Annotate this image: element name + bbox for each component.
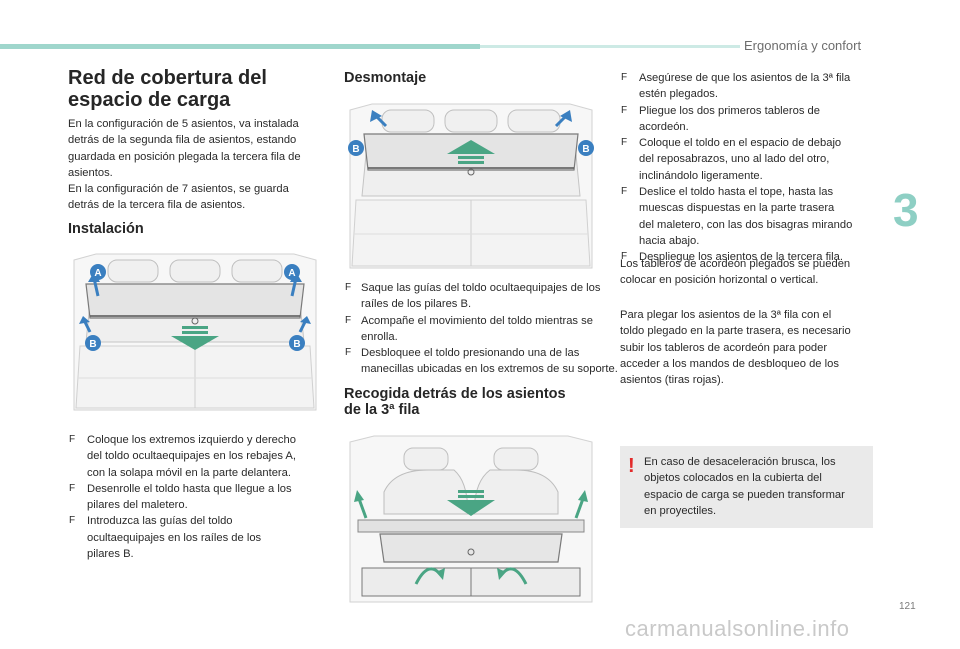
bullet-icon: F bbox=[621, 186, 628, 198]
bullet-icon: F bbox=[621, 251, 628, 263]
list-item: F Coloque los extremos izquierdo y derec… bbox=[69, 434, 296, 479]
removal-steps: F Saque las guías del toldo ocultaequipa… bbox=[344, 280, 618, 378]
fold-note-paragraph: Para plegar los asientos de la 3ª fila c… bbox=[620, 309, 851, 387]
bullet-icon: F bbox=[345, 314, 352, 326]
warning-text: En caso de desaceleración brusca, los ob… bbox=[644, 456, 845, 517]
header-accent-bar-light bbox=[480, 45, 740, 48]
after-steps-paragraph: Los tableros de acordeón plegados se pue… bbox=[620, 258, 851, 287]
bullet-icon: F bbox=[345, 282, 352, 293]
intro-paragraph: En la configuración de 5 asientos, va in… bbox=[68, 118, 301, 212]
bullet-icon: F bbox=[621, 137, 628, 149]
bullet-icon: F bbox=[69, 434, 76, 445]
watermark: carmanualsonline.info bbox=[625, 616, 850, 641]
storage-illustration bbox=[344, 434, 598, 606]
chapter-number: 3 bbox=[893, 184, 919, 236]
installation-illustration: A A B B bbox=[68, 250, 322, 420]
bullet-icon: F bbox=[621, 72, 628, 83]
list-item: F Acompañe el movimiento del toldo mient… bbox=[345, 314, 593, 343]
bullet-icon: F bbox=[69, 515, 76, 527]
label-a-left: A bbox=[94, 268, 101, 279]
label-b-right: B bbox=[293, 339, 300, 350]
storage-steps: F Asegúrese de que los asientos de la 3ª… bbox=[620, 70, 880, 266]
label-b-left: B bbox=[89, 339, 96, 350]
list-item: F Pliegue los dos primeros tableros de a… bbox=[621, 104, 820, 133]
removal-heading: Desmontaje bbox=[344, 70, 427, 86]
installation-heading: Instalación bbox=[68, 221, 144, 237]
warning-icon: ! bbox=[628, 455, 635, 477]
list-item: F Desenrolle el toldo hasta que llegue a… bbox=[69, 482, 292, 512]
list-item: F Coloque el toldo en el espacio de deba… bbox=[621, 137, 842, 182]
label-b-left: B bbox=[352, 144, 359, 155]
list-item: F Desbloquee el toldo presionando una de… bbox=[345, 347, 618, 376]
page-title: Red de cobertura del espacio de carga bbox=[68, 67, 267, 111]
installation-steps: F Coloque los extremos izquierdo y derec… bbox=[68, 432, 318, 562]
list-item: F Saque las guías del toldo ocultaequipa… bbox=[345, 282, 601, 311]
page-number: 121 bbox=[899, 601, 916, 612]
removal-illustration: B B bbox=[344, 100, 598, 272]
list-item: F Asegúrese de que los asientos de la 3ª… bbox=[621, 72, 851, 101]
list-item: F Deslice el toldo hasta el tope, hasta … bbox=[621, 186, 853, 247]
bullet-icon: F bbox=[69, 482, 76, 494]
bullet-icon: F bbox=[345, 347, 352, 359]
warning-box: ! En caso de desaceleración brusca, los … bbox=[620, 446, 873, 528]
section-title: Ergonomía y confort bbox=[744, 38, 862, 53]
header-accent-bar bbox=[0, 44, 480, 49]
bullet-icon: F bbox=[621, 104, 628, 116]
label-a-right: A bbox=[288, 268, 295, 279]
storage-heading: Recogida detrás de los asientos de la 3ª… bbox=[344, 386, 566, 418]
label-b-right: B bbox=[582, 144, 589, 155]
list-item: F Introduzca las guías del toldo ocultae… bbox=[69, 515, 262, 561]
list-item: F Despliegue los asientos de la tercera … bbox=[620, 249, 880, 265]
